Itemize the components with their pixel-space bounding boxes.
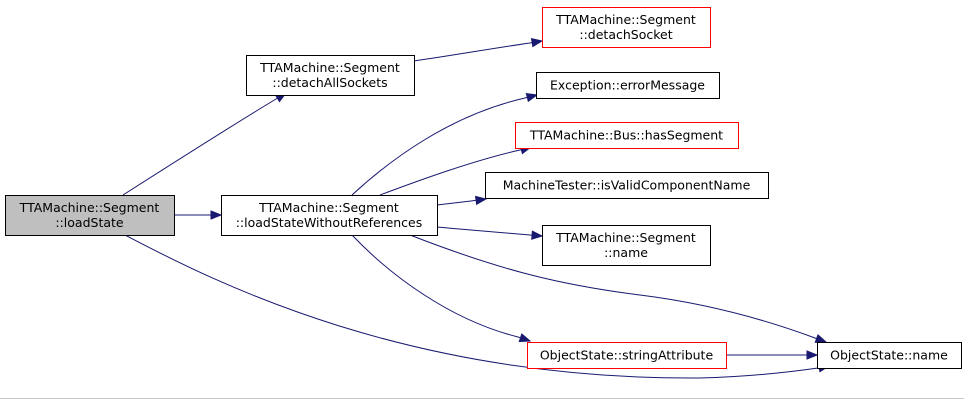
node-label-line: ::detachAllSockets xyxy=(272,75,387,90)
arrowhead-icon xyxy=(210,210,223,220)
edge-objectstate-stringAttribute-to-objectstate-name xyxy=(726,350,819,360)
node-box xyxy=(5,195,175,236)
node-label-line: Exception::errorMessage xyxy=(550,78,705,93)
node-label-line: ::detachSocket xyxy=(579,27,672,42)
edge-segment-loadStateWithoutReferences-to-machinetester-isValidComponentName xyxy=(436,195,488,206)
node-label-line: ::name xyxy=(604,245,648,260)
arrowhead-icon xyxy=(531,230,544,240)
edge-segment-loadStateWithoutReferences-to-objectstate-name xyxy=(409,234,828,343)
node-label-line: ::loadState xyxy=(55,215,124,230)
arrowhead-icon xyxy=(806,350,819,360)
node-label-line: TTAMachine::Segment xyxy=(19,200,160,215)
edges-layer xyxy=(122,38,831,379)
bottom-border xyxy=(0,398,964,399)
node-segment-loadState[interactable]: TTAMachine::Segment::loadState xyxy=(5,195,175,236)
edge-segment-loadStateWithoutReferences-to-objectstate-stringAttribute xyxy=(351,234,532,343)
arrowhead-icon xyxy=(474,195,488,206)
node-label-line: TTAMachine::Bus::hasSegment xyxy=(529,128,723,143)
node-label-line: TTAMachine::Segment xyxy=(555,230,696,245)
node-box xyxy=(527,342,727,369)
edge-line xyxy=(436,226,533,236)
node-objectstate-stringAttribute[interactable]: ObjectState::stringAttribute xyxy=(527,342,727,369)
edge-line xyxy=(122,97,278,196)
node-box xyxy=(485,172,769,199)
node-segment-name[interactable]: TTAMachine::Segment::name xyxy=(542,225,711,266)
arrowhead-icon xyxy=(518,333,532,343)
node-label-line: TTAMachine::Segment xyxy=(258,200,399,215)
edge-segment-loadState-to-segment-detachAllSockets xyxy=(122,92,288,196)
node-label-line: TTAMachine::Segment xyxy=(555,12,696,27)
edge-segment-loadStateWithoutReferences-to-segment-name xyxy=(436,226,544,240)
node-machinetester-isValidComponentName[interactable]: MachineTester::isValidComponentName xyxy=(485,172,769,199)
edge-line xyxy=(351,234,521,339)
edge-line xyxy=(379,149,522,196)
node-box xyxy=(536,72,720,99)
node-box xyxy=(221,195,438,236)
node-segment-detachAllSockets[interactable]: TTAMachine::Segment::detachAllSockets xyxy=(246,55,415,96)
node-exception-errorMessage[interactable]: Exception::errorMessage xyxy=(536,72,720,99)
edge-segment-loadState-to-segment-loadStateWithoutReferences xyxy=(174,210,223,220)
arrowhead-icon xyxy=(525,92,539,103)
node-segment-loadStateWithoutReferences[interactable]: TTAMachine::Segment::loadStateWithoutRef… xyxy=(221,195,438,236)
edge-segment-loadStateWithoutReferences-to-exception-errorMessage xyxy=(351,92,539,196)
edge-line xyxy=(124,234,820,379)
node-label-line: MachineTester::isValidComponentName xyxy=(503,178,751,193)
node-box xyxy=(817,342,962,369)
node-box xyxy=(246,55,415,96)
nodes-layer: TTAMachine::Segment::loadStateTTAMachine… xyxy=(5,7,962,369)
edge-line xyxy=(351,96,528,196)
node-box xyxy=(542,225,711,266)
node-label-line: ::loadStateWithoutReferences xyxy=(236,215,423,230)
edge-line xyxy=(436,199,477,206)
node-label-line: ObjectState::name xyxy=(830,348,948,363)
node-objectstate-name[interactable]: ObjectState::name xyxy=(817,342,962,369)
edge-line xyxy=(409,234,817,340)
node-bus-hasSegment[interactable]: TTAMachine::Bus::hasSegment xyxy=(515,122,739,149)
node-label-line: TTAMachine::Segment xyxy=(259,60,400,75)
node-box xyxy=(542,7,711,48)
edge-line xyxy=(413,42,533,62)
node-box xyxy=(515,122,739,149)
node-segment-detachSocket[interactable]: TTAMachine::Segment::detachSocket xyxy=(542,7,711,48)
node-label-line: ObjectState::stringAttribute xyxy=(540,348,714,363)
arrowhead-icon xyxy=(530,38,544,48)
edge-segment-detachAllSockets-to-segment-detachSocket xyxy=(413,38,544,62)
arrowhead-icon xyxy=(814,333,828,343)
